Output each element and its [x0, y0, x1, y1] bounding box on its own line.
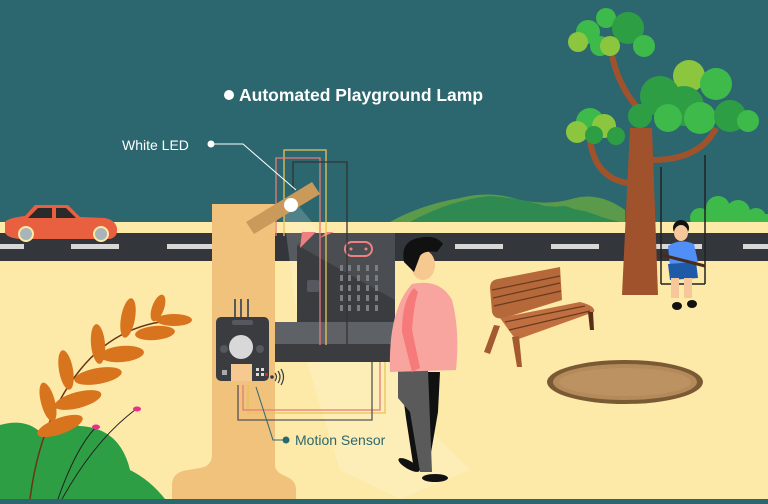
tree	[566, 8, 759, 295]
bench	[484, 267, 595, 367]
diagram-title: Automated Playground Lamp	[224, 85, 483, 106]
microcontroller-board	[275, 232, 395, 362]
pir-sensor-module	[216, 299, 285, 386]
bush-left	[0, 422, 165, 499]
motion-sensor-callout: Motion Sensor	[295, 432, 386, 448]
walking-person	[389, 236, 458, 482]
swing-with-child	[660, 155, 706, 310]
lamp-head	[246, 182, 320, 234]
title-bullet-icon	[224, 90, 234, 100]
diagram-title-text: Automated Playground Lamp	[239, 85, 484, 105]
autumn-branch	[29, 294, 192, 500]
white-led-callout: White LED	[122, 137, 189, 153]
wiring	[237, 149, 386, 421]
hills	[390, 194, 625, 222]
car	[5, 205, 118, 242]
sandpit	[547, 360, 703, 404]
callout-lines	[207, 140, 297, 444]
